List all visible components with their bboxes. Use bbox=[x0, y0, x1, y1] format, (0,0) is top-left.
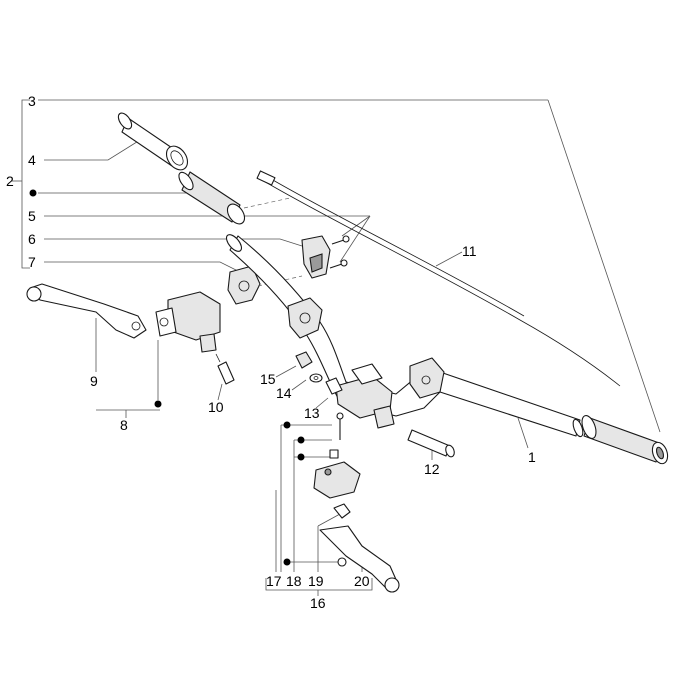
callout-10: 10 bbox=[208, 399, 224, 415]
callout-19: 19 bbox=[308, 573, 324, 589]
stop-switch bbox=[215, 353, 235, 385]
throttle-sleeve bbox=[178, 171, 291, 225]
callout-14: 14 bbox=[276, 385, 292, 401]
right-grip bbox=[581, 414, 669, 465]
callout-18: 18 bbox=[286, 573, 302, 589]
callout-13: 13 bbox=[304, 405, 320, 421]
callout-4: 4 bbox=[28, 152, 36, 168]
callout-5: 5 bbox=[28, 208, 36, 224]
callout-labels: 1 2 3 4 5 6 7 8 9 10 11 12 13 14 15 16 1… bbox=[6, 93, 536, 611]
throttle-cable bbox=[256, 170, 621, 387]
callout-15: 15 bbox=[260, 371, 276, 387]
callout-16: 16 bbox=[310, 595, 326, 611]
callout-12: 12 bbox=[424, 461, 440, 477]
front-brake-lever bbox=[26, 283, 147, 339]
switch-housing bbox=[301, 235, 350, 279]
left-grip bbox=[117, 112, 189, 171]
rear-brake-assembly bbox=[313, 412, 400, 593]
mount-hardware bbox=[295, 351, 343, 395]
callout-9: 9 bbox=[90, 373, 98, 389]
bar-end-weight bbox=[407, 429, 455, 458]
handlebar bbox=[225, 234, 584, 438]
callout-6: 6 bbox=[28, 231, 36, 247]
callout-20: 20 bbox=[354, 573, 370, 589]
leader-lines bbox=[12, 99, 661, 596]
callout-7: 7 bbox=[28, 254, 36, 270]
callout-11: 11 bbox=[462, 243, 477, 259]
callout-1: 1 bbox=[528, 449, 536, 465]
callout-3: 3 bbox=[28, 93, 36, 109]
master-cylinder bbox=[155, 291, 221, 353]
callout-2: 2 bbox=[6, 173, 14, 189]
callout-17: 17 bbox=[266, 573, 282, 589]
callout-8: 8 bbox=[120, 417, 128, 433]
callout-dots bbox=[29, 189, 305, 566]
